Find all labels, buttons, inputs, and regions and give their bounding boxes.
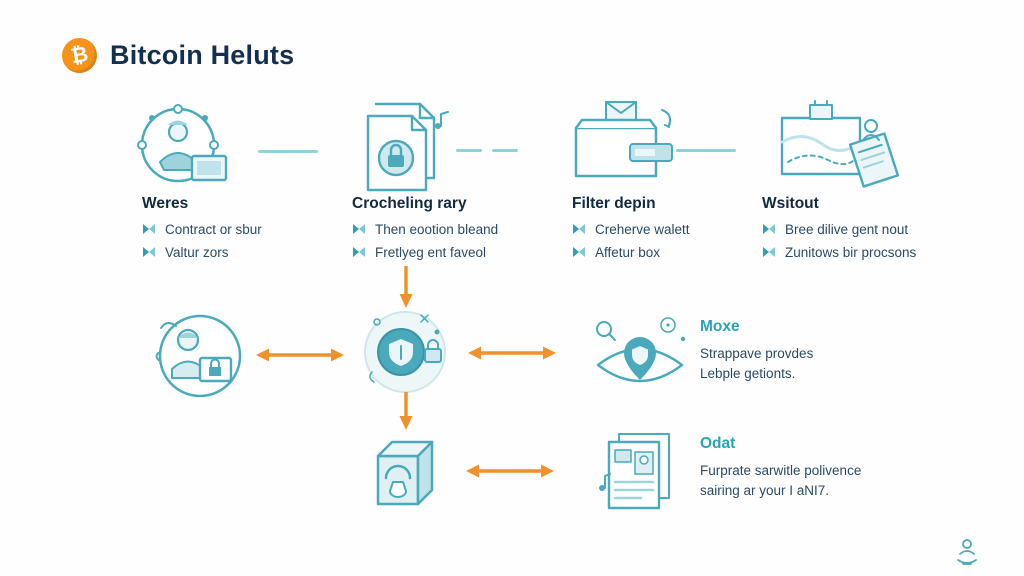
page-title: Bitcoin Heluts <box>110 40 295 70</box>
security-hub-icon <box>355 302 455 402</box>
step-connector-line <box>258 150 318 153</box>
bullet-item: Contract or sbur <box>142 221 342 238</box>
callout-text-line: sairing ar your I aNI7. <box>700 483 830 498</box>
step-column-3: Filter depin Creherve walett Affetur box <box>572 195 772 267</box>
down-arrow-icon <box>397 266 415 308</box>
double-arrow-icon <box>466 462 554 480</box>
callout-odat: Odat Furprate sarwitle polivence sairing… <box>700 435 975 501</box>
bullet-text: Contract or sbur <box>165 222 262 237</box>
bowtie-bullet-icon <box>763 247 775 257</box>
double-arrow-icon <box>468 344 556 362</box>
callout-text-line: Strappave provdes <box>700 346 814 361</box>
bowtie-bullet-icon <box>143 247 155 257</box>
bullet-text: Bree dilive gent nout <box>785 222 909 237</box>
bowtie-bullet-icon <box>573 247 585 257</box>
secure-document-icon <box>358 98 453 198</box>
bitcoin-symbol: ₿ <box>68 42 90 68</box>
callout-heading: Moxe <box>700 318 740 335</box>
step-column-1: Weres Contract or sbur Valtur zors <box>142 195 342 267</box>
bowtie-bullet-icon <box>143 224 155 234</box>
step-heading: Weres <box>142 195 189 212</box>
bullet-item: Bree dilive gent nout <box>762 221 977 238</box>
step-heading: Filter depin <box>572 195 656 212</box>
bullet-text: Valtur zors <box>165 245 229 260</box>
step-connector-dash <box>456 149 482 152</box>
bitcoin-logo-icon: ₿ <box>59 35 100 76</box>
bullet-text: Affetur box <box>595 245 661 260</box>
bowtie-bullet-icon <box>763 224 775 234</box>
down-arrow-icon <box>397 392 415 430</box>
double-arrow-icon <box>256 346 344 364</box>
bullet-item: Creherve walett <box>572 221 772 238</box>
map-document-icon <box>778 100 903 195</box>
wallet-icon <box>568 98 688 193</box>
eye-location-pin-icon <box>588 315 693 405</box>
person-circle-icon <box>130 100 250 195</box>
bowtie-bullet-icon <box>353 224 365 234</box>
bullet-item: Fretlyeg ent faveol <box>352 244 562 261</box>
step-heading: Crocheling rary <box>352 195 467 212</box>
callout-text-line: Furprate sarwitle polivence <box>700 463 862 478</box>
bowtie-bullet-icon <box>573 224 585 234</box>
bullet-item: Valtur zors <box>142 244 342 261</box>
step-heading: Wsitout <box>762 195 819 212</box>
bullet-text: Fretlyeg ent faveol <box>375 245 487 260</box>
callout-text-line: Lebple getionts. <box>700 366 796 381</box>
step-connector-line <box>676 149 736 152</box>
step-column-4: Wsitout Bree dilive gent nout Zunitows b… <box>762 195 977 267</box>
bullet-text: Zunitows bir procsons <box>785 245 917 260</box>
step-connector-dash <box>492 149 518 152</box>
bullet-text: Then eootion bleand <box>375 222 499 237</box>
bullet-item: Then eootion bleand <box>352 221 562 238</box>
vault-box-icon <box>360 426 455 521</box>
bullet-item: Affetur box <box>572 244 772 261</box>
step-column-2: Crocheling rary Then eootion bleand Fret… <box>352 195 562 267</box>
bullet-item: Zunitows bir procsons <box>762 244 977 261</box>
callout-moxe: Moxe Strappave provdes Lebple getionts. <box>700 318 960 384</box>
bowtie-bullet-icon <box>353 247 365 257</box>
signature-mark-icon <box>952 536 982 568</box>
callout-heading: Odat <box>700 435 736 452</box>
user-identity-icon <box>148 306 248 406</box>
documents-stack-icon <box>595 428 685 518</box>
bullet-text: Creherve walett <box>595 222 690 237</box>
